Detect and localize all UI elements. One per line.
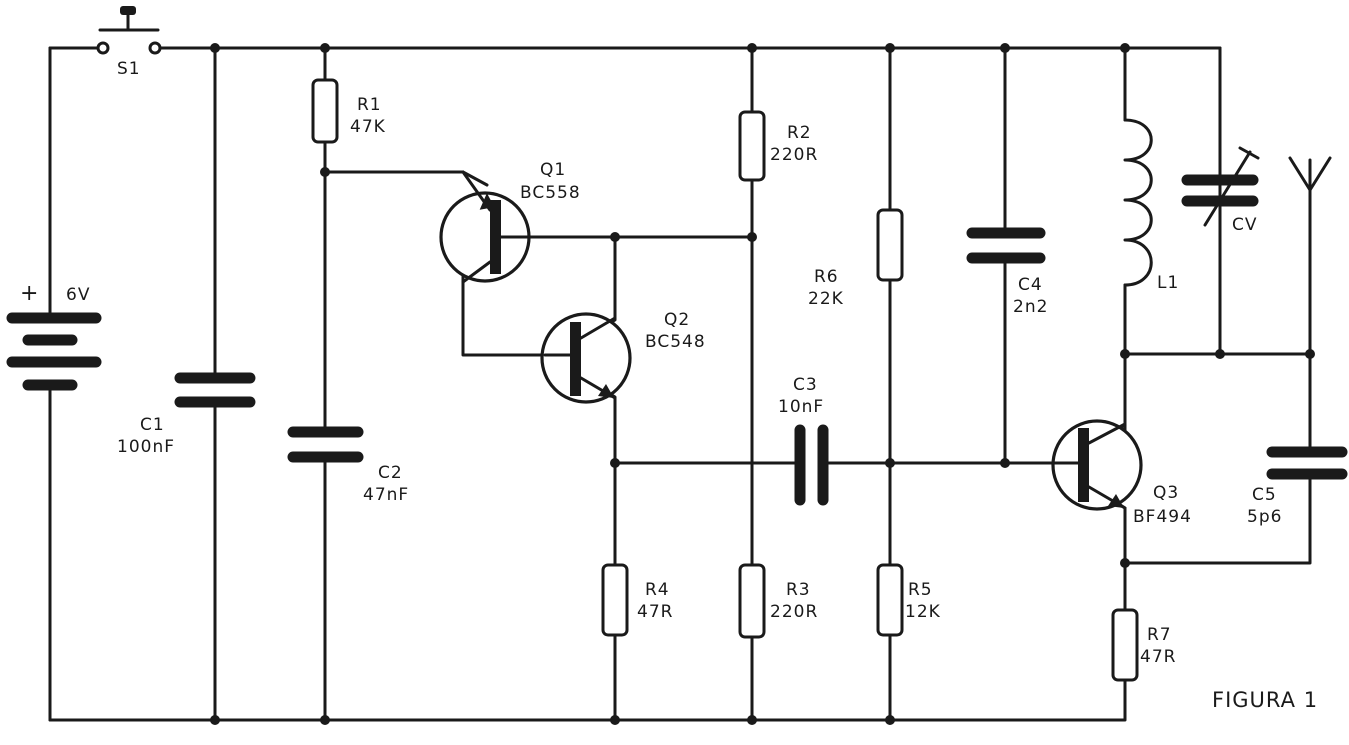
r2-name: R2 [787, 123, 812, 143]
c3-name: C3 [793, 375, 818, 395]
q3-value: BF494 [1133, 507, 1192, 527]
r1-value: 47K [350, 117, 386, 137]
switch-label: S1 [117, 59, 141, 79]
junction-dots [210, 43, 1315, 725]
capacitor-c4: C4 2n2 [966, 227, 1048, 317]
resistor-r5: R5 12K [876, 563, 941, 637]
battery-polarity: + [20, 281, 39, 306]
resistor-r4: R4 47R [601, 563, 673, 637]
c4-value: 2n2 [1013, 297, 1048, 317]
r6-value: 22K [808, 289, 844, 309]
transistor-q2: Q2 BC548 [540, 310, 706, 404]
c1-value: 100nF [117, 437, 175, 457]
r4-value: 47R [637, 602, 673, 622]
resistor-r7: R7 47R [1111, 608, 1176, 682]
c5-name: C5 [1252, 485, 1277, 505]
variable-capacitor-cv: CV [1181, 146, 1260, 235]
r4-name: R4 [645, 580, 670, 600]
c2-value: 47nF [363, 485, 409, 505]
r5-name: R5 [908, 580, 933, 600]
figure-title: FIGURA 1 [1212, 688, 1318, 712]
switch-s1: S1 [96, 6, 162, 79]
capacitor-c1: C1 100nF [117, 372, 256, 457]
r3-value: 220R [770, 602, 818, 622]
l1-label: L1 [1157, 273, 1179, 293]
antenna [1288, 156, 1332, 192]
battery-6v: + 6V [6, 281, 102, 391]
c3-value: 10nF [778, 397, 824, 417]
q2-name: Q2 [664, 310, 690, 330]
q2-value: BC548 [645, 332, 706, 352]
c2-name: C2 [378, 463, 403, 483]
q1-value: BC558 [520, 183, 581, 203]
capacitor-c2: C2 47nF [287, 426, 409, 505]
r7-value: 47R [1140, 647, 1176, 667]
c5-value: 5p6 [1247, 507, 1282, 527]
inductor-l1: L1 [1123, 118, 1179, 293]
r5-value: 12K [905, 602, 941, 622]
r3-name: R3 [786, 580, 811, 600]
cv-label: CV [1232, 215, 1258, 235]
r7-name: R7 [1147, 625, 1172, 645]
r2-value: 220R [770, 145, 818, 165]
q1-name: Q1 [540, 160, 566, 180]
r6-name: R6 [814, 267, 839, 287]
c1-name: C1 [140, 415, 165, 435]
capacitor-c5: C5 5p6 [1247, 446, 1348, 527]
resistor-r2: R2 220R [738, 110, 818, 182]
c4-name: C4 [1018, 275, 1043, 295]
transistor-q3: Q3 BF494 [1050, 419, 1192, 527]
resistor-r3: R3 220R [738, 563, 818, 639]
capacitor-c3: C3 10nF [778, 375, 829, 506]
battery-voltage: 6V [66, 285, 90, 305]
q3-name: Q3 [1153, 483, 1179, 503]
r1-name: R1 [357, 95, 382, 115]
resistor-r6: R6 22K [808, 208, 904, 309]
transistor-q1: Q1 BC558 [439, 160, 581, 284]
resistor-r1: R1 47K [311, 78, 386, 144]
